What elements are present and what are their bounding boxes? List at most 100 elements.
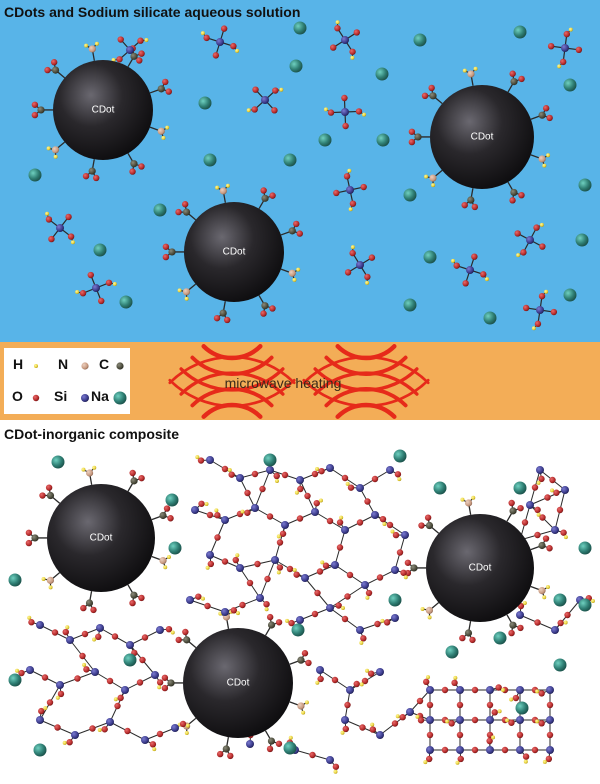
carbon-atom	[510, 188, 518, 197]
oxygen-atom	[138, 474, 145, 482]
oxygen-atom	[539, 243, 546, 250]
oxygen-atom	[137, 37, 144, 44]
oxygen-atom	[314, 589, 321, 597]
oxygen-atom	[309, 751, 316, 759]
oxygen-atom	[124, 727, 131, 735]
silicon-atom	[406, 708, 414, 716]
oxygen-atom	[139, 656, 146, 664]
hydrogen-atom	[27, 615, 32, 620]
silicon-atom	[341, 108, 349, 116]
oxygen-atom	[317, 675, 324, 683]
hydrogen-atom	[225, 183, 230, 188]
oxygen-atom	[161, 684, 169, 692]
microwave-arc	[179, 367, 285, 392]
oxygen-atom	[539, 514, 546, 521]
oxygen-atom	[386, 521, 394, 529]
oxygen-atom	[512, 694, 520, 702]
silicon-atom	[426, 686, 434, 694]
oxygen-atom	[553, 489, 560, 496]
oxygen-atom	[82, 172, 90, 180]
oxygen-atom	[51, 629, 59, 636]
oxygen-atom	[95, 633, 102, 641]
oxygen-atom	[239, 601, 246, 609]
hydrogen-atom	[320, 560, 325, 565]
legend-label-c: C	[99, 356, 110, 372]
oxygen-atom	[538, 720, 545, 727]
oxygen-atom	[471, 746, 479, 754]
nitrogen-atom	[81, 362, 89, 370]
oxygen-atom	[480, 271, 487, 278]
oxygen-atom	[471, 716, 479, 724]
sodium-ion	[153, 203, 167, 217]
oxygen-atom	[341, 94, 348, 102]
oxygen-atom	[296, 230, 303, 237]
hydrogen-atom	[359, 640, 364, 645]
oxygen-atom	[251, 470, 259, 478]
microwave-arc	[168, 378, 296, 408]
oxygen-atom	[364, 273, 371, 281]
hydrogen-atom	[539, 222, 544, 227]
silicon-atom	[171, 724, 179, 732]
silicon-atom	[126, 641, 134, 649]
hydrogen-atom	[426, 675, 431, 680]
carbon-atom	[182, 208, 191, 216]
silicon-atom	[536, 306, 544, 314]
hydrogen-atom	[296, 267, 301, 272]
oxygen-atom	[368, 254, 376, 261]
silicon-atom	[326, 756, 334, 764]
carbon-atom	[88, 167, 96, 175]
oxygen-atom	[538, 690, 545, 697]
sodium-ion	[123, 653, 137, 667]
oxygen-atom	[297, 485, 304, 493]
oxygen-atom	[459, 634, 466, 642]
oxygen-atom	[441, 746, 449, 754]
cdot-label: CDot	[226, 677, 250, 689]
oxygen-atom	[89, 725, 96, 732]
silicon-atom	[141, 736, 149, 744]
silicon-atom	[316, 666, 324, 674]
oxygen-atom	[360, 635, 367, 642]
silicon-atom	[526, 236, 534, 244]
oxygen-atom	[45, 484, 53, 491]
oxygen-atom	[293, 571, 300, 578]
oxygen-atom	[67, 233, 75, 240]
sodium-ion	[293, 21, 307, 35]
silicon-atom	[356, 484, 364, 492]
oxygen-atom	[336, 519, 344, 526]
oxygen-atom	[162, 253, 170, 261]
hydrogen-atom	[235, 48, 240, 53]
oxygen-atom	[379, 515, 387, 523]
carbon-atom	[157, 85, 165, 93]
oxygen-atom	[456, 731, 464, 739]
silicon-atom	[401, 531, 409, 539]
oxygen-atom	[418, 522, 425, 529]
microwave-arc	[302, 378, 430, 408]
hydrogen-atom	[333, 769, 338, 774]
hydrogen-atom	[152, 747, 157, 752]
sodium-ion	[291, 623, 305, 637]
legend-label-na: Na	[91, 388, 109, 404]
hydrogen-atom	[535, 689, 540, 694]
oxygen-atom	[136, 679, 144, 686]
silicon-atom	[376, 731, 384, 739]
hydrogen-atom	[462, 68, 467, 73]
silicon-atom	[326, 464, 334, 472]
carbon-atom	[167, 679, 175, 687]
oxygen-atom	[92, 174, 100, 182]
hydrogen-atom	[563, 535, 568, 540]
oxygen-atom	[273, 472, 280, 480]
oxygen-atom	[195, 593, 202, 600]
oxygen-atom	[80, 604, 87, 612]
oxygen-atom	[517, 624, 524, 632]
silicon-atom	[426, 716, 434, 724]
carbon-atom	[425, 521, 434, 530]
nitrogen-atom	[157, 127, 165, 135]
silicon-atom	[526, 501, 534, 509]
oxygen-atom	[456, 701, 464, 709]
legend-label-h: H	[13, 356, 24, 372]
oxygen-atom	[31, 101, 39, 108]
oxygen-atom	[165, 625, 173, 633]
oxygen-atom	[65, 213, 72, 221]
oxygen-atom	[79, 652, 86, 660]
sodium-ion	[445, 645, 459, 659]
